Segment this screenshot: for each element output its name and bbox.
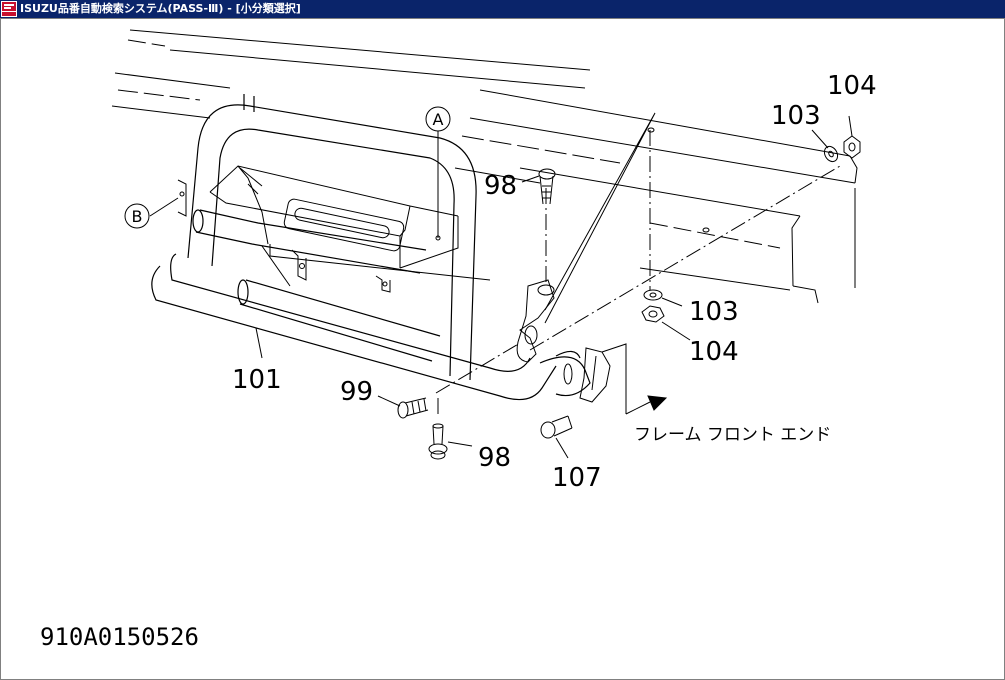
frame-brackets xyxy=(516,279,611,403)
circled-ref-b-label: B xyxy=(132,207,143,226)
callout-101[interactable]: 101 xyxy=(232,365,282,395)
title-bar[interactable]: ISUZU品番自動検索システム(PASS-Ⅲ) - [小分類選択] xyxy=(0,0,1005,18)
reference-triangle xyxy=(544,112,710,324)
window-title: ISUZU品番自動検索システム(PASS-Ⅲ) - [小分類選択] xyxy=(20,2,301,15)
washer-103-top xyxy=(823,145,839,163)
nut-104-top xyxy=(843,135,861,159)
truck-body-outline xyxy=(111,29,858,304)
nut-104-right xyxy=(641,305,665,323)
callout-104-top[interactable]: 104 xyxy=(827,71,877,101)
parts-diagram: A B 104 103 98 103 104 101 99 98 107 フレー… xyxy=(0,18,1005,680)
drawing-number: 910A0150526 xyxy=(40,623,199,651)
guard-hoop xyxy=(187,94,477,381)
circled-ref-a: A xyxy=(425,106,451,132)
bumper-tubes xyxy=(151,209,591,401)
callout-107[interactable]: 107 xyxy=(552,463,602,493)
bolt-98-top xyxy=(538,168,556,205)
callout-98-top[interactable]: 98 xyxy=(484,171,517,201)
circled-ref-b: B xyxy=(124,203,150,229)
circled-ref-a-label: A xyxy=(433,110,444,129)
assembly-center-lines xyxy=(435,130,841,418)
winch-mount-box xyxy=(177,165,491,293)
callout-103-right[interactable]: 103 xyxy=(689,297,739,327)
bolt-99 xyxy=(397,397,429,419)
frame-front-end-label: フレーム フロント エンド xyxy=(634,425,831,445)
washer-103-right xyxy=(643,289,663,301)
direction-arrow xyxy=(601,343,668,415)
parts-diagram-canvas: A B 104 103 98 103 104 101 99 98 107 フレー… xyxy=(0,18,1005,680)
bolt-107 xyxy=(540,415,573,439)
callout-103-top[interactable]: 103 xyxy=(771,101,821,131)
callout-98-bottom[interactable]: 98 xyxy=(478,443,511,473)
callout-104-right[interactable]: 104 xyxy=(689,337,739,367)
isuzu-app-icon[interactable] xyxy=(1,1,17,17)
leader-lines xyxy=(149,115,853,459)
bolt-98-bottom xyxy=(428,423,448,460)
callout-99[interactable]: 99 xyxy=(340,377,373,407)
